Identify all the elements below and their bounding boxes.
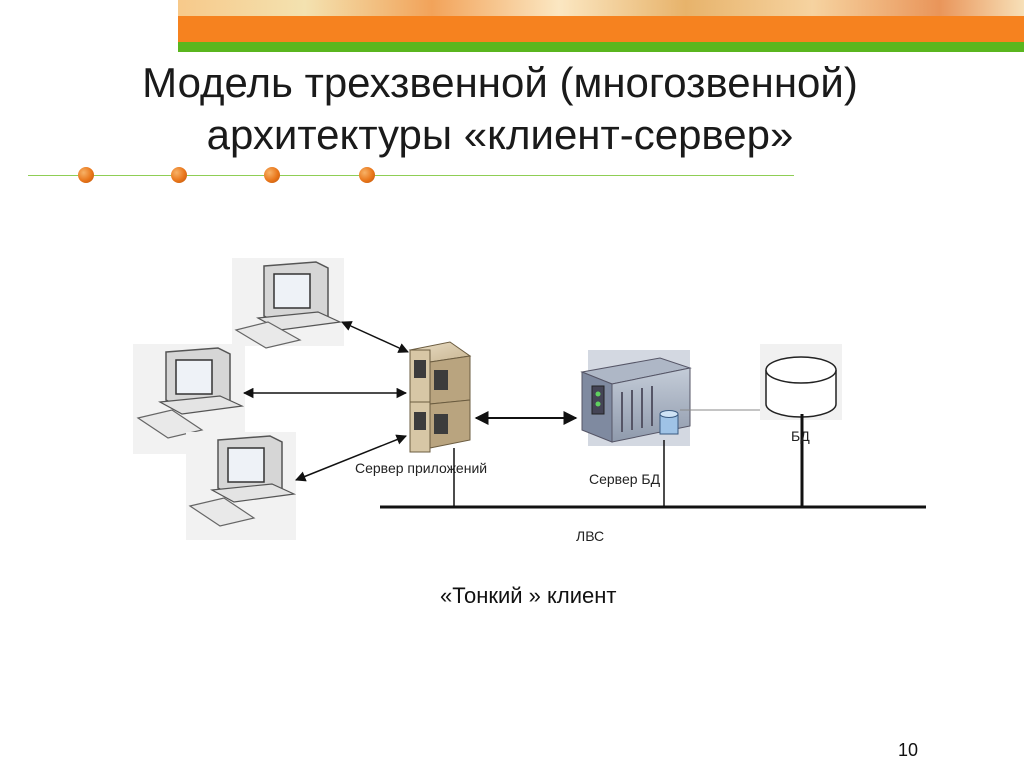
network-label: ЛВС <box>576 528 605 544</box>
slide-title: Модель трехзвенной (многозвенной) архите… <box>60 57 940 161</box>
banner-orange-stripe <box>178 16 1024 42</box>
divider-bullet <box>171 167 187 183</box>
client-computer-icon <box>186 432 297 540</box>
diagram-caption: «Тонкий » клиент <box>440 583 617 608</box>
divider-bullet <box>264 167 280 183</box>
application-server-icon <box>408 341 472 453</box>
db-server-label: Сервер БД <box>589 471 661 487</box>
client-computer-icon <box>232 258 344 349</box>
database-cylinder-icon <box>760 344 842 420</box>
slide-title-line-1: Модель трехзвенной (многозвенной) <box>142 59 858 106</box>
client-link-arrow <box>295 434 407 482</box>
page-number: 10 <box>898 740 919 760</box>
header-banner <box>178 0 1024 52</box>
client-computer-icon <box>133 344 245 454</box>
slide-title-line-2: архитектуры «клиент-сервер» <box>206 111 794 158</box>
banner-photo-strip <box>178 0 1024 16</box>
divider-bullet <box>359 167 375 183</box>
client-link-arrow <box>341 321 409 353</box>
database-label: БД <box>791 428 810 444</box>
app-server-label: Сервер приложений <box>355 460 488 476</box>
title-divider <box>28 175 794 176</box>
divider-bullet <box>78 167 94 183</box>
database-server-icon <box>580 350 692 446</box>
banner-green-stripe <box>178 42 1024 52</box>
